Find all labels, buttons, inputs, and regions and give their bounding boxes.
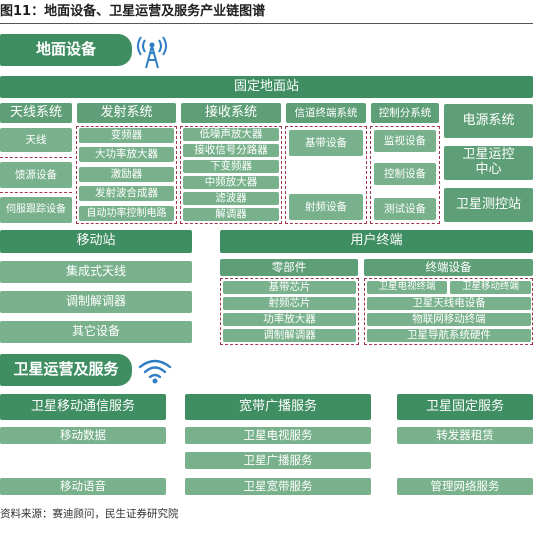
broadband-broadcast-header: 宽带广播服务 [185, 394, 371, 420]
satellite-ttc-station-item: 卫星测控站 [444, 188, 533, 222]
rf-equipment-item: 射频设备 [289, 194, 363, 220]
antenna-tower-icon [136, 36, 168, 70]
wifi-signal-icon [137, 356, 173, 386]
transponder-leasing-item: 转发器租赁 [397, 427, 533, 444]
feed-equipment-item: 馈源设备 [0, 162, 72, 188]
transmit-items-box [76, 126, 177, 224]
satellite-mobile-terminal-item: 卫星移动终端 [450, 281, 531, 294]
baseband-equipment-item: 基带设备 [289, 130, 363, 156]
wave-combiner-item: 发射波合成器 [79, 186, 174, 201]
col-header-transmit-system: 发射系统 [77, 103, 176, 123]
signal-splitter-item: 接收信号分路器 [183, 144, 279, 157]
terminal-devices-header: 终端设备 [364, 259, 533, 276]
satellite-ops-center-item: 卫星运控中心 [444, 146, 533, 180]
col-header-receive-system: 接收系统 [181, 103, 281, 123]
integrated-antenna-item: 集成式天线 [0, 261, 192, 283]
mobile-station-header: 移动站 [0, 230, 192, 253]
auto-power-control-item: 自动功率控制电路 [79, 206, 174, 221]
mobile-comm-service-header: 卫星移动通信服务 [0, 394, 166, 420]
fixed-service-header: 卫星固定服务 [397, 394, 533, 420]
receive-items-box [180, 126, 282, 224]
modem-item: 调制解调器 [0, 291, 192, 313]
control-items-box [370, 126, 440, 224]
satellite-broadcast-service-item: 卫星广播服务 [185, 452, 371, 469]
filter-item: 滤波器 [183, 192, 279, 205]
satellite-broadband-service-item: 卫星宽带服务 [185, 478, 371, 495]
servo-tracking-item: 伺服跟踪设备 [0, 197, 72, 223]
col-header-channel-terminal: 信道终端系统 [286, 103, 366, 123]
col-header-control-subsystem: 控制分系统 [371, 103, 439, 123]
demodulator-item: 解调器 [183, 208, 279, 221]
source-note: 资料来源：赛迪顾问，民生证券研究院 [0, 508, 179, 520]
satellite-tv-service-item: 卫星电视服务 [185, 427, 371, 444]
power-amp-chip-item: 功率放大器 [223, 313, 356, 326]
power-system-item: 电源系统 [444, 104, 533, 138]
power-amplifier-item: 大功率放大器 [79, 147, 174, 162]
satellite-antenna-device-item: 卫星天线电设备 [367, 297, 531, 310]
satellite-tv-terminal-item: 卫星电视终端 [367, 281, 447, 294]
col-header-antenna-system: 天线系统 [0, 103, 72, 123]
control-equipment-item: 控制设备 [374, 163, 436, 185]
baseband-chip-item: 基带芯片 [223, 281, 356, 294]
components-header: 零部件 [220, 259, 358, 276]
divider [0, 157, 72, 158]
converter-item: 变频器 [79, 128, 174, 143]
rf-chip-item: 射频芯片 [223, 297, 356, 310]
mobile-data-item: 移动数据 [0, 427, 166, 444]
divider [0, 192, 72, 193]
test-equipment-item: 测试设备 [374, 198, 436, 220]
channel-items-box [285, 126, 367, 224]
section-ground-label: 地面设备 [0, 34, 132, 66]
figure-title: 图11：地面设备、卫星运营及服务产业链图谱 [0, 0, 533, 24]
network-management-service-item: 管理网络服务 [397, 478, 533, 495]
if-amplifier-item: 中频放大器 [183, 176, 279, 189]
components-items-box [220, 278, 359, 345]
monitoring-equipment-item: 监视设备 [374, 130, 436, 152]
user-terminal-header: 用户终端 [220, 230, 533, 253]
fixed-station-header: 固定地面站 [0, 76, 533, 98]
section-ops-label: 卫星运营及服务 [0, 354, 132, 386]
other-equipment-item: 其它设备 [0, 321, 192, 343]
downconverter-item: 下变频器 [183, 160, 279, 173]
lna-item: 低噪声放大器 [183, 128, 279, 141]
terminal-modem-item: 调制解调器 [223, 329, 356, 342]
navigation-hardware-item: 卫星导航系统硬件 [367, 329, 531, 342]
iot-mobile-terminal-item: 物联网移动终端 [367, 313, 531, 326]
mobile-voice-item: 移动语音 [0, 478, 166, 495]
antenna-item: 天线 [0, 128, 72, 152]
exciter-item: 激励器 [79, 167, 174, 182]
